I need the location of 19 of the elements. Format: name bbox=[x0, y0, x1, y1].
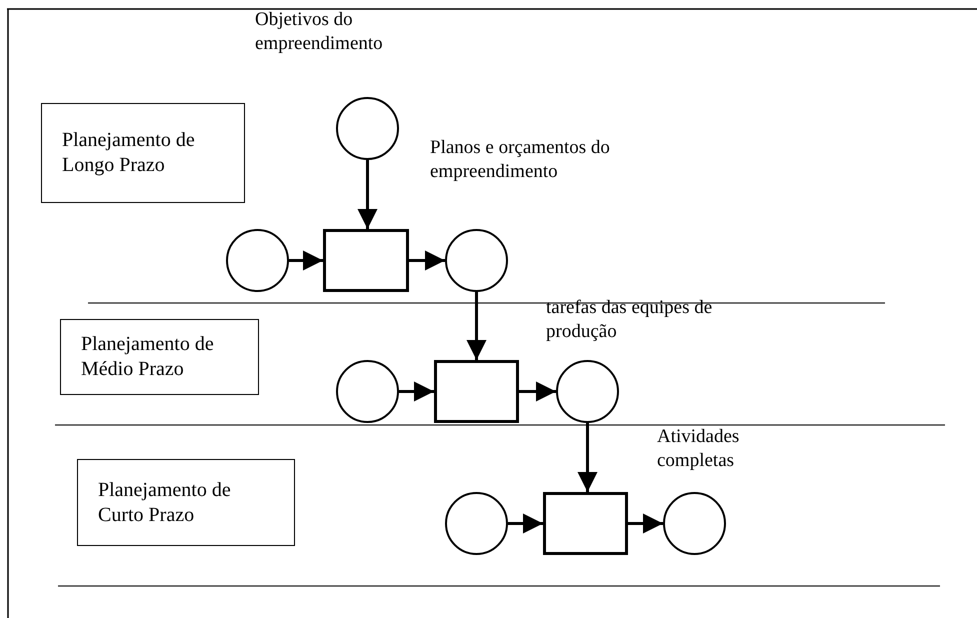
node-caption: Atividades completas bbox=[657, 425, 740, 473]
arrow bbox=[289, 250, 323, 270]
transition-box bbox=[323, 229, 409, 292]
level-box: Planejamento de Curto Prazo bbox=[77, 459, 295, 546]
node-caption: tarefas das equipes de produção bbox=[546, 296, 714, 344]
arrow bbox=[399, 382, 434, 402]
transition-box bbox=[543, 492, 628, 555]
level-box: Planejamento de Médio Prazo bbox=[60, 319, 259, 395]
arrow bbox=[578, 423, 598, 492]
arrow bbox=[409, 250, 445, 270]
node-caption: Objetivos do empreendimento bbox=[255, 8, 384, 56]
level-box: Planejamento de Longo Prazo bbox=[41, 103, 245, 203]
arrow bbox=[508, 514, 543, 534]
arrow bbox=[628, 514, 663, 534]
arrow bbox=[358, 160, 378, 229]
transition-box bbox=[434, 360, 519, 423]
node-caption: Planos e orçamentos do empreendimento bbox=[430, 136, 611, 184]
arrow bbox=[519, 382, 556, 402]
arrow bbox=[466, 292, 486, 360]
